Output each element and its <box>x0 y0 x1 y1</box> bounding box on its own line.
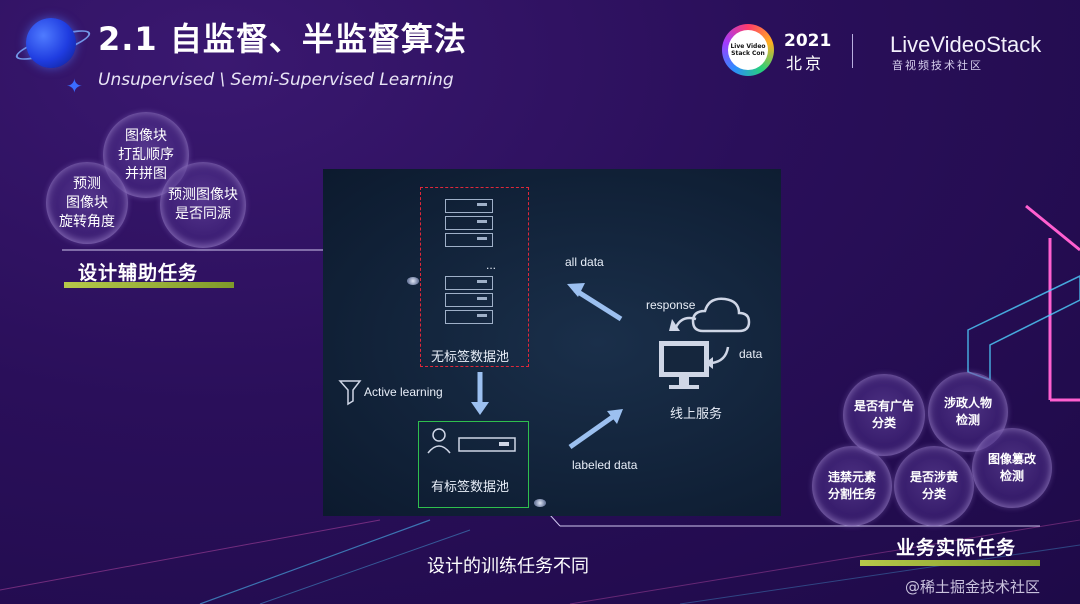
aux-task-bubble: 预测图像块是否同源 <box>160 162 246 248</box>
labeled-data-label: labeled data <box>572 458 638 472</box>
biz-task-bubble: 图像篡改检测 <box>972 428 1052 508</box>
diagram-arrows <box>338 283 751 454</box>
planet-icon <box>26 18 76 68</box>
biz-task-bubble: 违禁元素分割任务 <box>812 446 892 526</box>
response-label: response <box>646 298 696 312</box>
aux-task-bubble: 预测图像块旋转角度 <box>46 162 128 244</box>
cloud-monitor-icon <box>659 297 751 389</box>
data-label: data <box>739 347 763 361</box>
labeled-pool-box <box>418 421 529 508</box>
connector-dot <box>534 499 546 507</box>
sparkle-icon: ✦ <box>66 74 83 98</box>
biz-tasks-label: 业务实际任务 <box>896 537 1017 559</box>
active-learning-label: Active learning <box>364 385 443 399</box>
biz-task-bubble: 是否涉黄分类 <box>894 446 974 526</box>
biz-tasks-underbar <box>860 560 1040 566</box>
aux-tasks-underbar <box>64 282 234 288</box>
brand-subtitle: 音视频技术社区 <box>892 59 983 72</box>
labeled-pool-label: 有标签数据池 <box>431 480 510 495</box>
ellipsis: ... <box>486 258 497 272</box>
brand-name: LiveVideoStack <box>890 32 1042 57</box>
biz-task-bubble: 是否有广告分类 <box>843 374 925 456</box>
filter-icon <box>338 380 362 406</box>
unlabeled-pool-box <box>420 187 529 367</box>
bottom-caption: 设计的训练任务不同 <box>427 556 589 577</box>
all-data-label: all data <box>565 255 604 269</box>
server-icon <box>445 199 493 250</box>
logo-divider <box>852 34 853 68</box>
watermark: @稀土掘金技术社区 <box>905 578 1041 596</box>
server-icon <box>445 276 493 327</box>
logo-city: 北京 <box>786 54 825 73</box>
page-title: 2.1 自监督、半监督算法 <box>98 20 467 58</box>
connector-dot <box>407 277 419 285</box>
unlabeled-pool-label: 无标签数据池 <box>431 350 510 365</box>
logo-year: 2021 <box>784 31 832 51</box>
page-subtitle: Unsupervised \ Semi-Supervised Learning <box>98 70 454 90</box>
online-service-label: 线上服务 <box>670 407 723 422</box>
aux-tasks-label: 设计辅助任务 <box>78 262 199 284</box>
user-icon <box>427 428 451 454</box>
